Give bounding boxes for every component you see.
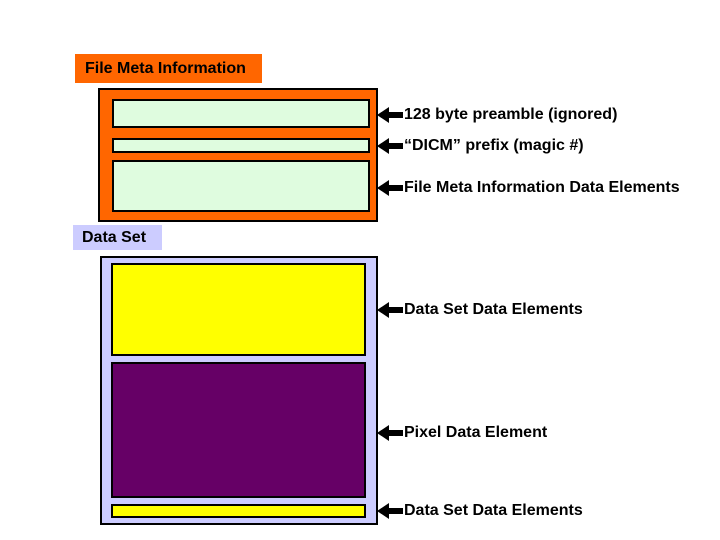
left-arrow-icon xyxy=(377,107,403,123)
left-arrow-icon xyxy=(377,302,403,318)
annotation-pixel-data-element: Pixel Data Element xyxy=(404,424,548,441)
left-arrow-icon xyxy=(377,503,403,519)
pixel-data-block xyxy=(111,362,366,498)
annotation-file-meta-data-elements: File Meta Information Data Elements xyxy=(404,179,680,196)
left-arrow-icon xyxy=(377,138,403,154)
file-meta-information-label: File Meta Information xyxy=(75,54,262,83)
data-set-box xyxy=(100,256,378,525)
left-arrow-icon xyxy=(377,180,403,196)
annotation-data-set-elements-top: Data Set Data Elements xyxy=(404,301,583,318)
annotation-dicm-prefix: “DICM” prefix (magic #) xyxy=(404,137,584,154)
annotation-preamble: 128 byte preamble (ignored) xyxy=(404,106,618,123)
preamble-bar xyxy=(112,99,370,128)
data-set-label: Data Set xyxy=(73,225,162,250)
annotation-data-set-elements-bottom: Data Set Data Elements xyxy=(404,502,583,519)
data-set-elements-bottom-bar xyxy=(111,504,366,518)
data-set-elements-top-block xyxy=(111,263,366,356)
left-arrow-icon xyxy=(377,425,403,441)
file-meta-data-elements-bar xyxy=(112,160,370,212)
file-meta-information-box xyxy=(98,88,378,222)
dicm-prefix-bar xyxy=(112,138,370,153)
